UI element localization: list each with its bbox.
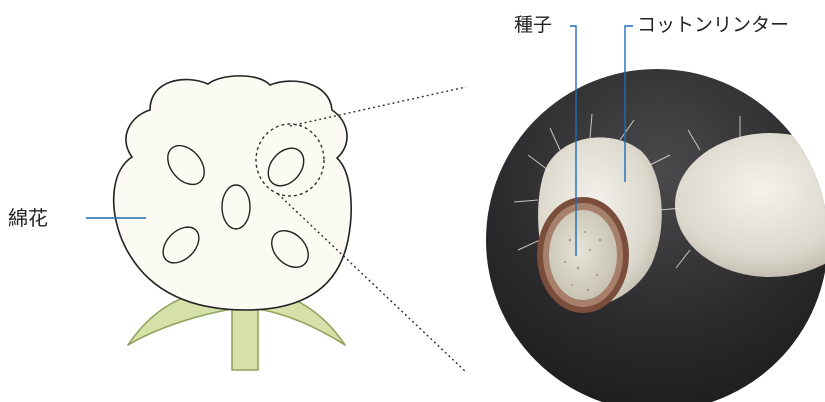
- linter-label: コットンリンター: [637, 16, 789, 35]
- seed-label: 種子: [514, 16, 552, 35]
- cotton-seed-photo: [480, 65, 825, 402]
- cotton-label: 綿花: [8, 208, 48, 228]
